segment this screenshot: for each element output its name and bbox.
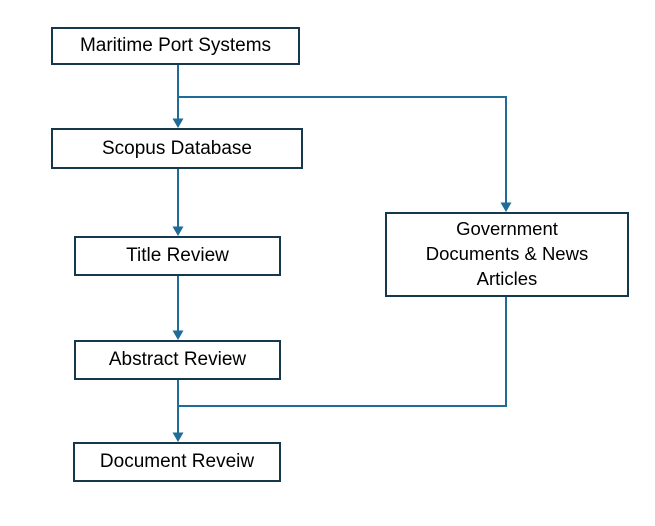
arrowhead-scopus <box>172 118 184 128</box>
node-label: Title Review <box>126 245 229 267</box>
connector-maritime-to-government <box>178 96 507 203</box>
arrowhead-title <box>172 226 184 236</box>
connector-government-to-document <box>178 297 507 407</box>
node-maritime-port-systems: Maritime Port Systems <box>51 27 300 65</box>
node-label-line-3: Articles <box>476 267 538 289</box>
node-abstract-review: Abstract Review <box>74 340 281 380</box>
node-title-review: Title Review <box>74 236 281 276</box>
node-label: Government Documents & News Articles <box>426 217 588 292</box>
node-scopus-database: Scopus Database <box>51 128 303 169</box>
arrowhead-document <box>172 432 184 442</box>
node-document-review: Document Reveiw <box>73 442 281 482</box>
node-label: Document Reveiw <box>99 451 255 473</box>
node-label: Scopus Database <box>102 137 252 159</box>
node-label: Abstract Review <box>108 349 247 371</box>
node-label-line-1: Government <box>456 218 558 240</box>
node-label: Maritime Port Systems <box>79 35 272 57</box>
arrowhead-abstract <box>172 330 184 340</box>
node-government-documents: Government Documents & News Articles <box>385 212 629 297</box>
arrowhead-government <box>500 202 512 212</box>
node-label-line-2: Documents & News <box>425 243 589 265</box>
